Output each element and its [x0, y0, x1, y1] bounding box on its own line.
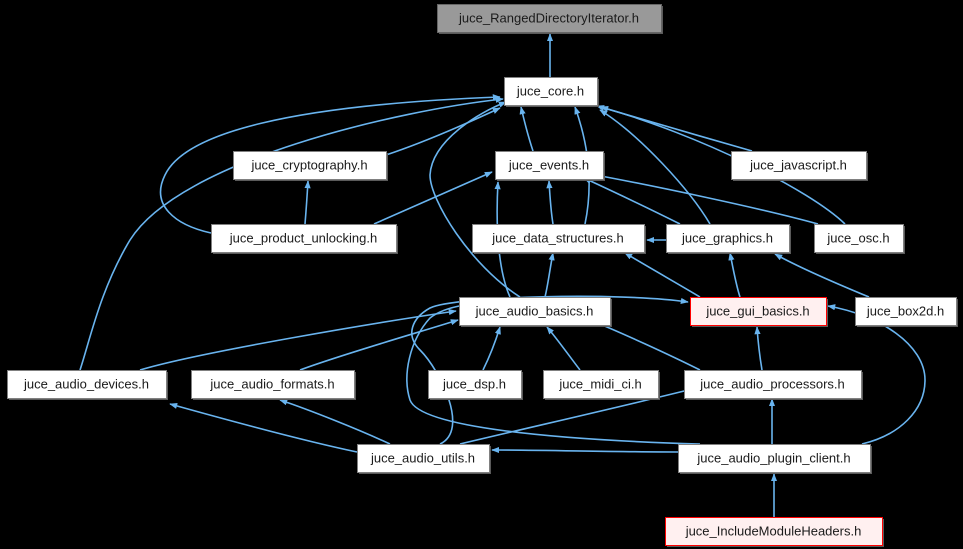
graph-node-dsp[interactable]: juce_dsp.h: [428, 370, 524, 401]
dependency-edge: [589, 319, 701, 371]
dependency-edge: [482, 326, 501, 371]
dependency-edge: [519, 106, 534, 152]
node-box[interactable]: [731, 151, 867, 180]
node-label: juce_gui_basics.h: [705, 303, 809, 318]
node-label: juce_product_unlocking.h: [229, 230, 377, 245]
graph-node-core[interactable]: juce_core.h: [504, 77, 600, 108]
graph-node-audio_processors[interactable]: juce_audio_processors.h: [684, 370, 864, 401]
node-box[interactable]: [233, 151, 387, 180]
node-box[interactable]: [665, 517, 883, 546]
node-box[interactable]: [437, 4, 662, 33]
dependency-edge: [139, 308, 457, 371]
graph-node-audio_utils[interactable]: juce_audio_utils.h: [357, 444, 492, 475]
node-label: juce_audio_basics.h: [475, 303, 594, 318]
dependency-edge: [459, 385, 701, 445]
node-box[interactable]: [357, 444, 490, 473]
node-box[interactable]: [814, 224, 904, 253]
dependency-edge: [754, 326, 763, 371]
node-box[interactable]: [7, 370, 167, 399]
node-box[interactable]: [459, 297, 611, 326]
dependency-edge: [728, 252, 741, 298]
graph-node-javascript[interactable]: juce_javascript.h: [731, 151, 869, 182]
node-label: juce_audio_utils.h: [370, 450, 475, 465]
dependency-edge: [546, 180, 554, 225]
graph-node-data_structures[interactable]: juce_data_structures.h: [472, 224, 647, 255]
node-label: juce_audio_plugin_client.h: [696, 450, 850, 465]
graph-node-box2d[interactable]: juce_box2d.h: [855, 297, 959, 328]
node-box[interactable]: [504, 77, 598, 106]
node-box[interactable]: [472, 224, 645, 253]
node-box[interactable]: [543, 370, 659, 399]
dependency-edge: [299, 319, 459, 371]
dependency-edge: [546, 326, 581, 371]
dependency-edge: [385, 107, 501, 156]
dependency-edge: [599, 109, 711, 225]
dependency-edge: [589, 172, 819, 225]
node-label: juce_cryptography.h: [250, 157, 367, 172]
dependency-edge: [429, 101, 521, 298]
dependency-edge: [79, 96, 504, 371]
node-box[interactable]: [690, 297, 827, 326]
graph-node-audio_devices[interactable]: juce_audio_devices.h: [7, 370, 169, 401]
node-label: juce_RangedDirectoryIterator.h: [458, 10, 639, 25]
dependency-edge: [169, 402, 358, 453]
graph-node-ranged[interactable]: juce_RangedDirectoryIterator.h: [437, 4, 664, 35]
node-label: juce_osc.h: [826, 230, 889, 245]
dependency-edge: [304, 180, 311, 225]
dependency-edge: [373, 171, 493, 225]
node-box[interactable]: [684, 370, 862, 399]
node-label: juce_data_structures.h: [491, 230, 624, 245]
node-label: juce_audio_processors.h: [699, 376, 845, 391]
graph-node-product_unlocking[interactable]: juce_product_unlocking.h: [211, 224, 399, 255]
graph-node-graphics[interactable]: juce_graphics.h: [666, 224, 792, 255]
node-label: juce_javascript.h: [749, 157, 847, 172]
node-box[interactable]: [855, 297, 957, 326]
node-label: juce_IncludeModuleHeaders.h: [685, 523, 862, 538]
dependency-edge: [279, 399, 391, 445]
graph-node-include_headers[interactable]: juce_IncludeModuleHeaders.h: [665, 517, 885, 548]
node-label: juce_audio_devices.h: [23, 376, 149, 391]
dependency-edge: [159, 94, 501, 234]
dependency-edge: [583, 177, 681, 225]
node-box[interactable]: [211, 224, 397, 253]
node-box[interactable]: [666, 224, 790, 253]
graph-node-cryptography[interactable]: juce_cryptography.h: [233, 151, 389, 182]
node-box[interactable]: [495, 151, 604, 180]
graph-node-osc[interactable]: juce_osc.h: [814, 224, 906, 255]
graph-node-gui_basics[interactable]: juce_gui_basics.h: [690, 297, 829, 328]
dependency-edge: [491, 446, 679, 454]
node-layer: juce_RangedDirectoryIterator.h juce_core.…: [7, 4, 959, 548]
node-label: juce_core.h: [516, 83, 584, 98]
dependency-edge: [544, 252, 555, 298]
dependency-edge: [624, 252, 701, 298]
node-label: juce_audio_formats.h: [209, 376, 334, 391]
node-label: juce_midi_ci.h: [558, 376, 641, 391]
node-label: juce_events.h: [508, 157, 589, 172]
node-label: juce_graphics.h: [681, 230, 773, 245]
graph-node-midi_ci[interactable]: juce_midi_ci.h: [543, 370, 661, 401]
dependency-edge: [774, 253, 870, 298]
graph-node-audio_formats[interactable]: juce_audio_formats.h: [191, 370, 357, 401]
node-box[interactable]: [678, 444, 871, 473]
graph-node-events[interactable]: juce_events.h: [495, 151, 606, 182]
node-box[interactable]: [191, 370, 355, 399]
graph-node-audio_basics[interactable]: juce_audio_basics.h: [459, 297, 613, 328]
node-label: juce_box2d.h: [866, 303, 944, 318]
dependency-edge: [406, 297, 701, 445]
graph-node-plugin_client[interactable]: juce_audio_plugin_client.h: [678, 444, 873, 475]
node-label: juce_dsp.h: [442, 376, 506, 391]
node-box[interactable]: [428, 370, 522, 399]
